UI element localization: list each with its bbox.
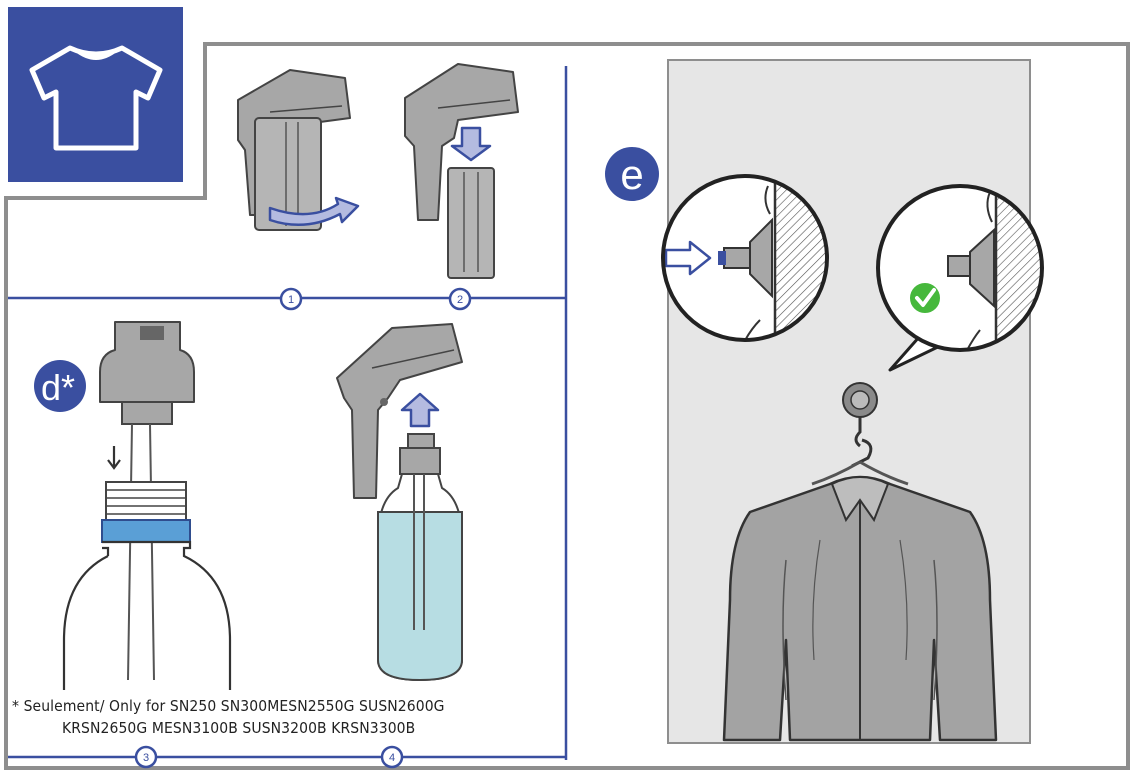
svg-text:1: 1 xyxy=(288,294,294,306)
footnote-line-1: * Seulement/ Only for SN250 SN300MESN255… xyxy=(12,697,445,715)
tshirt-badge xyxy=(8,7,183,182)
arrow-icon xyxy=(664,240,712,276)
outer-frame xyxy=(4,42,1130,770)
arrow-icon xyxy=(107,446,121,470)
step-number-4: 4 xyxy=(380,745,404,769)
svg-text:e: e xyxy=(620,151,643,198)
label-e-badge: e xyxy=(605,147,659,201)
check-icon xyxy=(908,281,942,315)
svg-text:3: 3 xyxy=(143,752,149,764)
arrow-icon xyxy=(268,196,360,226)
arrow-icon xyxy=(400,392,440,428)
footnote-line-2: KRSN2650G MESN3100B SUSN3200B KRSN3300B xyxy=(62,719,416,737)
hanging-shirt xyxy=(722,475,998,742)
step4-illustration xyxy=(336,323,463,682)
step-number-2: 2 xyxy=(448,287,472,311)
svg-text:2: 2 xyxy=(457,294,463,306)
svg-text:d*: d* xyxy=(41,367,75,408)
step1-illustration xyxy=(237,69,360,231)
step-number-1: 1 xyxy=(279,287,303,311)
arrow-icon xyxy=(450,126,492,162)
svg-text:4: 4 xyxy=(389,752,395,764)
step3-illustration xyxy=(62,321,232,690)
label-d-badge: d* xyxy=(34,360,86,412)
tshirt-icon xyxy=(29,45,163,151)
suction-hook xyxy=(811,382,909,486)
step-number-3: 3 xyxy=(134,745,158,769)
step2-illustration xyxy=(404,63,519,279)
